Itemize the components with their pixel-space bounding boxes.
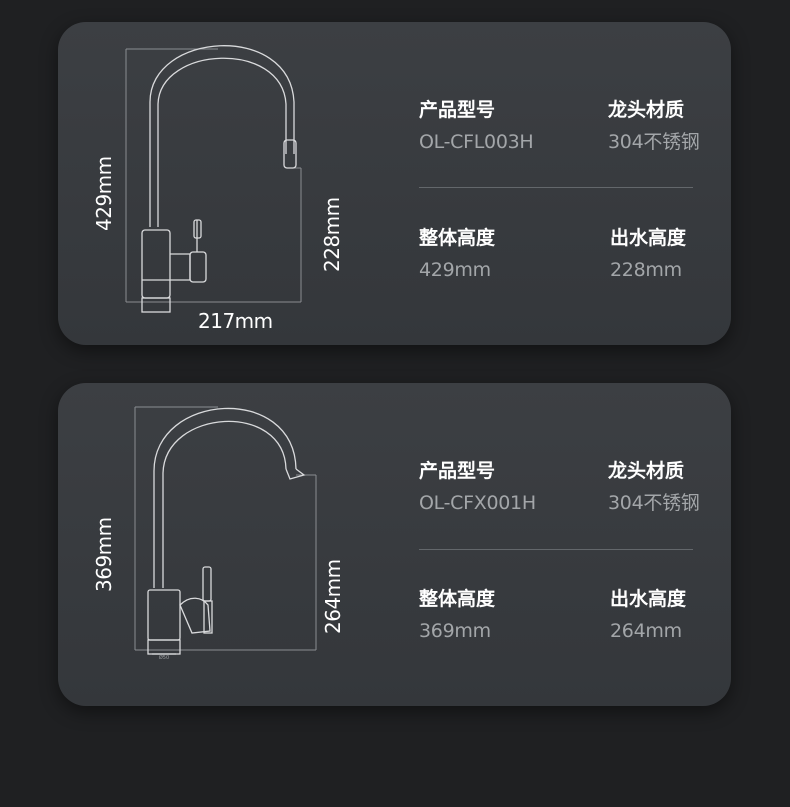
spec-divider (419, 187, 693, 188)
spec-material: 龙头材质 304不锈钢 (608, 459, 700, 515)
spec-label: 出水高度 (610, 588, 687, 610)
spec-label: 产品型号 (419, 99, 496, 121)
spec-divider (419, 549, 693, 550)
faucet-dimension-drawing-2: Ø50 369mm 264mm (58, 383, 388, 706)
spec-label: 龙头材质 (608, 99, 685, 121)
base-diameter-label: Ø50 (159, 654, 169, 661)
pull-down-faucet-icon (125, 45, 302, 313)
product-card-1: 429mm 228mm 217mm 产品型号 OL-CFL003H 龙头材质 3… (58, 22, 731, 345)
spec-label: 整体高度 (419, 588, 496, 610)
spec-label: 整体高度 (419, 227, 496, 249)
spec-value: 304不锈钢 (608, 492, 700, 514)
spec-value: OL-CFX001H (419, 492, 536, 514)
spec-value: OL-CFL003H (419, 131, 534, 153)
spec-value: 369mm (419, 620, 491, 642)
spec-label: 龙头材质 (608, 460, 685, 482)
product-card-2: Ø50 369mm 264mm 产品型号 OL-CFX001H 龙头材质 304… (58, 383, 731, 706)
spec-model: 产品型号 OL-CFX001H (419, 459, 536, 515)
spec-value: 429mm (419, 259, 491, 281)
gooseneck-faucet-icon: Ø50 (134, 406, 317, 661)
faucet-dimension-drawing-1: 429mm 228mm 217mm (58, 22, 388, 345)
spec-model: 产品型号 OL-CFL003H (419, 98, 534, 154)
spec-overall-height: 整体高度 429mm (419, 226, 495, 282)
overall-height-dimension: 429mm (92, 156, 116, 231)
spec-value: 264mm (610, 620, 682, 642)
spec-label: 出水高度 (610, 227, 687, 249)
spec-spout-height: 出水高度 264mm (610, 587, 686, 643)
spout-height-dimension: 228mm (320, 197, 344, 272)
reach-dimension: 217mm (198, 309, 273, 333)
spec-label: 产品型号 (419, 460, 496, 482)
spec-value: 304不锈钢 (608, 131, 700, 153)
spec-value: 228mm (610, 259, 682, 281)
spec-overall-height: 整体高度 369mm (419, 587, 495, 643)
overall-height-dimension: 369mm (92, 517, 116, 592)
spec-material: 龙头材质 304不锈钢 (608, 98, 700, 154)
spout-height-dimension: 264mm (321, 559, 345, 634)
spec-spout-height: 出水高度 228mm (610, 226, 686, 282)
